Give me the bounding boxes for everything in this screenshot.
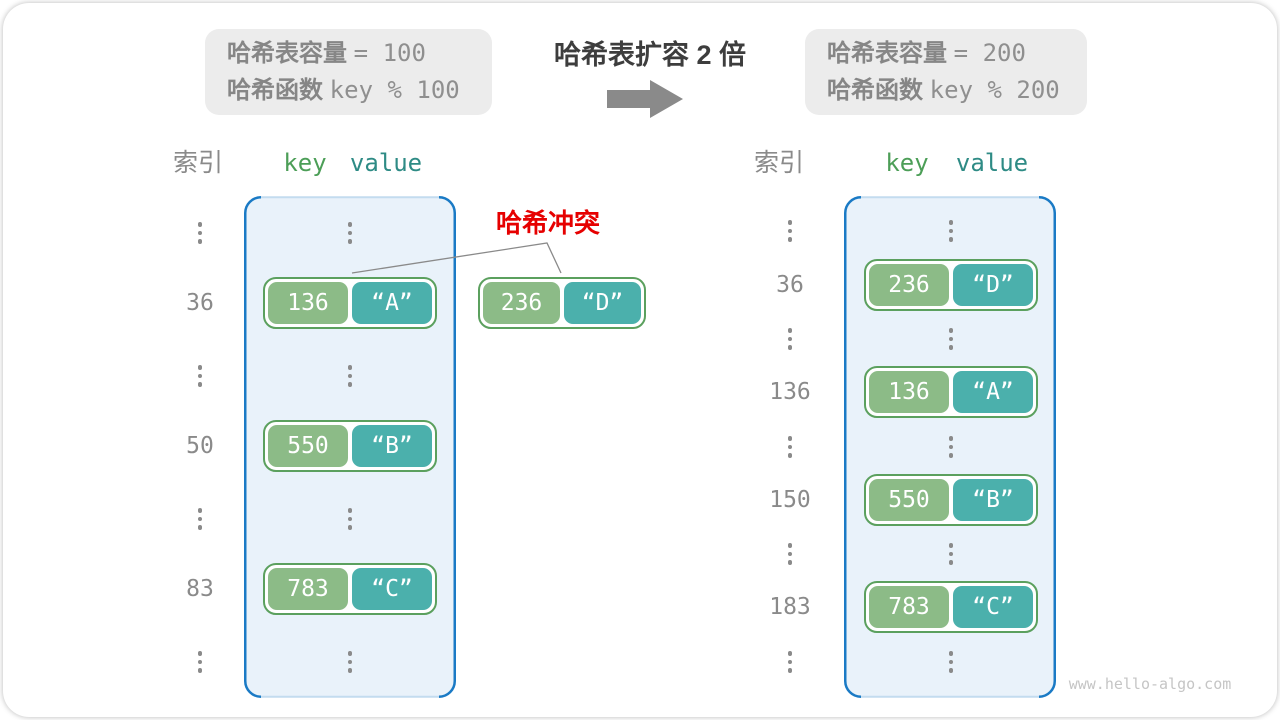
ellipsis-dots	[786, 328, 794, 350]
caption-line-function: 哈希函数 key % 100	[227, 72, 492, 109]
pair-value-cell: “D”	[953, 264, 1033, 306]
old-table-index-header: 索引	[172, 149, 223, 177]
ellipsis-dots	[196, 651, 204, 673]
old-table-value-header: value	[349, 149, 423, 177]
pair-key-cell: 236	[483, 282, 560, 324]
capacity-label: 哈希表容量	[827, 40, 947, 67]
capacity-caption-after: 哈希表容量 = 200 哈希函数 key % 200	[805, 29, 1087, 115]
pair-key-cell: 783	[869, 586, 949, 628]
index-label: 183	[769, 594, 811, 620]
pair-value-cell: “B”	[352, 425, 432, 467]
index-label: 36	[186, 290, 214, 316]
watermark: www.hello-algo.com	[1068, 675, 1232, 693]
ellipsis-dots	[947, 220, 955, 242]
ellipsis-dots	[196, 508, 204, 530]
kv-pair: 136 “A”	[864, 366, 1038, 418]
ellipsis-dots	[346, 222, 354, 244]
kv-pair: 236 “D”	[864, 259, 1038, 311]
ellipsis-dots	[196, 222, 204, 244]
new-table-index-header: 索引	[753, 149, 804, 177]
pair-value-cell: “A”	[352, 282, 432, 324]
hash-function-label: 哈希函数	[227, 77, 323, 104]
caption-line-capacity: 哈希表容量 = 200	[827, 35, 1087, 72]
ellipsis-dots	[786, 651, 794, 673]
diagram-title: 哈希表扩容 2 倍	[553, 40, 747, 70]
new-table-key-header: key	[885, 149, 929, 177]
kv-pair: 136 “A”	[263, 277, 437, 329]
new-table-value-header: value	[955, 149, 1029, 177]
pair-value-cell: “D”	[564, 282, 641, 324]
capacity-value: = 200	[953, 39, 1026, 67]
ellipsis-dots	[196, 365, 204, 387]
capacity-caption-before: 哈希表容量 = 100 哈希函数 key % 100	[205, 29, 492, 115]
ellipsis-dots	[346, 365, 354, 387]
index-label: 150	[769, 487, 811, 513]
pair-key-cell: 236	[869, 264, 949, 306]
pair-key-cell: 136	[268, 282, 348, 324]
pair-key-cell: 783	[268, 568, 348, 610]
kv-pair: 783 “C”	[864, 581, 1038, 633]
pair-key-cell: 136	[869, 371, 949, 413]
hash-function-label: 哈希函数	[827, 77, 923, 104]
ellipsis-dots	[346, 508, 354, 530]
pair-value-cell: “B”	[953, 479, 1033, 521]
pair-key-cell: 550	[869, 479, 949, 521]
kv-pair: 783 “C”	[263, 563, 437, 615]
hash-function-value: key % 100	[329, 76, 460, 104]
caption-line-capacity: 哈希表容量 = 100	[227, 35, 492, 72]
ellipsis-dots	[947, 328, 955, 350]
ellipsis-dots	[786, 220, 794, 242]
index-label: 83	[186, 576, 214, 602]
ellipsis-dots	[947, 543, 955, 565]
expand-arrow-icon	[607, 80, 683, 118]
capacity-value: = 100	[353, 39, 426, 67]
caption-line-function: 哈希函数 key % 200	[827, 72, 1087, 109]
kv-pair: 550 “B”	[263, 420, 437, 472]
pair-value-cell: “C”	[953, 586, 1033, 628]
index-label: 50	[186, 433, 214, 459]
pair-key-cell: 550	[268, 425, 348, 467]
pair-value-cell: “C”	[352, 568, 432, 610]
index-label: 36	[776, 272, 804, 298]
old-table-key-header: key	[283, 149, 327, 177]
pair-value-cell: “A”	[953, 371, 1033, 413]
colliding-kv-pair: 236 “D”	[478, 277, 646, 329]
index-label: 136	[769, 379, 811, 405]
ellipsis-dots	[947, 436, 955, 458]
ellipsis-dots	[346, 651, 354, 673]
ellipsis-dots	[786, 436, 794, 458]
ellipsis-dots	[947, 651, 955, 673]
ellipsis-dots	[786, 543, 794, 565]
hash-function-value: key % 200	[929, 76, 1060, 104]
capacity-label: 哈希表容量	[227, 40, 347, 67]
kv-pair: 550 “B”	[864, 474, 1038, 526]
collision-label: 哈希冲突	[495, 208, 600, 238]
